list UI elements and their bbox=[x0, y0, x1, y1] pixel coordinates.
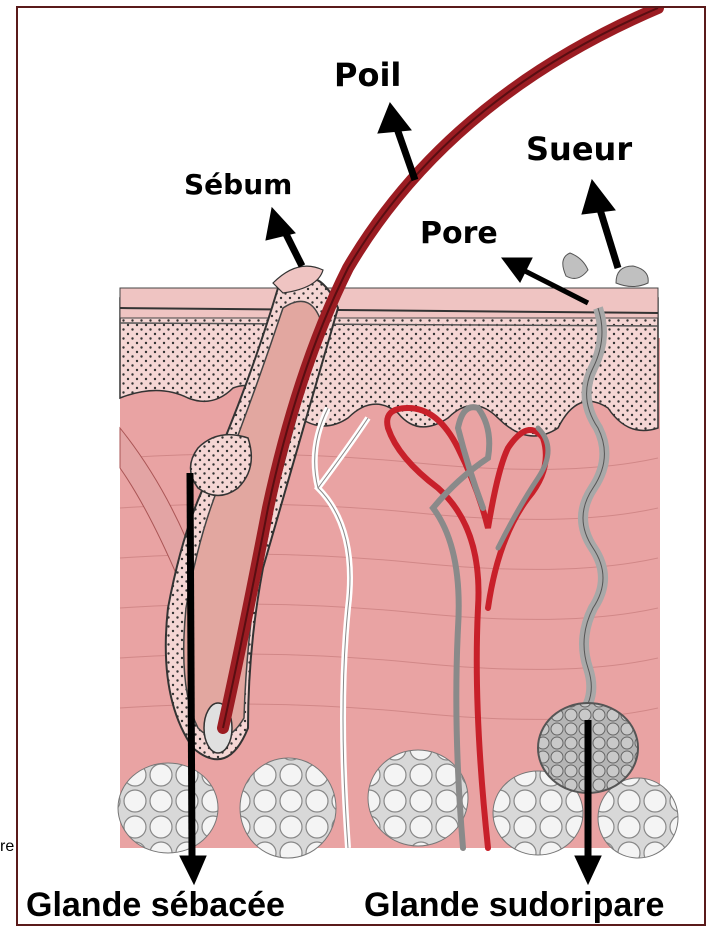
stray-text-fragment: re bbox=[0, 838, 14, 856]
label-glande-sudoripare: Glande sudoripare bbox=[364, 886, 664, 925]
label-sueur: Sueur bbox=[526, 130, 632, 168]
label-sebum: Sébum bbox=[184, 168, 292, 201]
label-pore: Pore bbox=[420, 216, 498, 251]
diagram-frame: Poil Sébum Sueur Pore Glande sébacée Gla… bbox=[16, 6, 706, 926]
label-glande-sebacee: Glande sébacée bbox=[26, 886, 285, 925]
label-poil: Poil bbox=[334, 56, 401, 94]
